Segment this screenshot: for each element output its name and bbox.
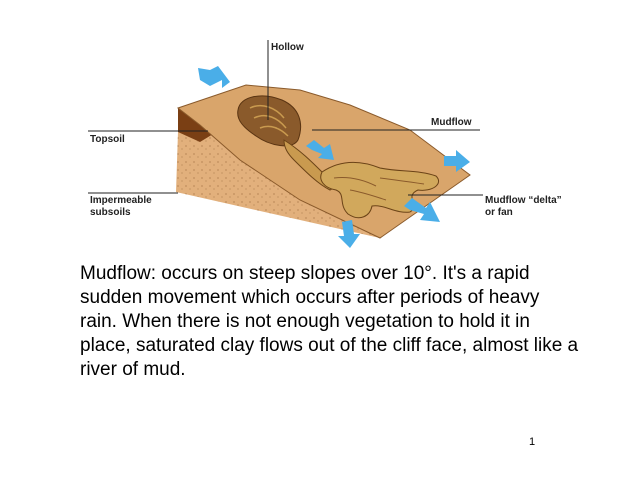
body-paragraph: Mudflow: occurs on steep slopes over 10°… (80, 263, 579, 380)
arrow-icon-down (338, 220, 360, 248)
label-impermeable-line1: Impermeable (90, 195, 152, 206)
label-delta-line1: Mudflow “delta” (485, 195, 562, 206)
label-delta-line2: or fan (485, 207, 513, 218)
arrow-icon-rain (198, 66, 230, 88)
label-impermeable-line2: subsoils (90, 207, 131, 218)
label-hollow: Hollow (271, 42, 304, 53)
arrow-icon-channel (306, 140, 334, 160)
arrow-icon-fan (404, 198, 440, 222)
arrow-icon-right (444, 150, 470, 172)
label-topsoil: Topsoil (90, 134, 125, 145)
label-mudflow: Mudflow (431, 117, 472, 128)
page-number: 1 (529, 436, 536, 448)
fan-ridges (333, 177, 425, 201)
